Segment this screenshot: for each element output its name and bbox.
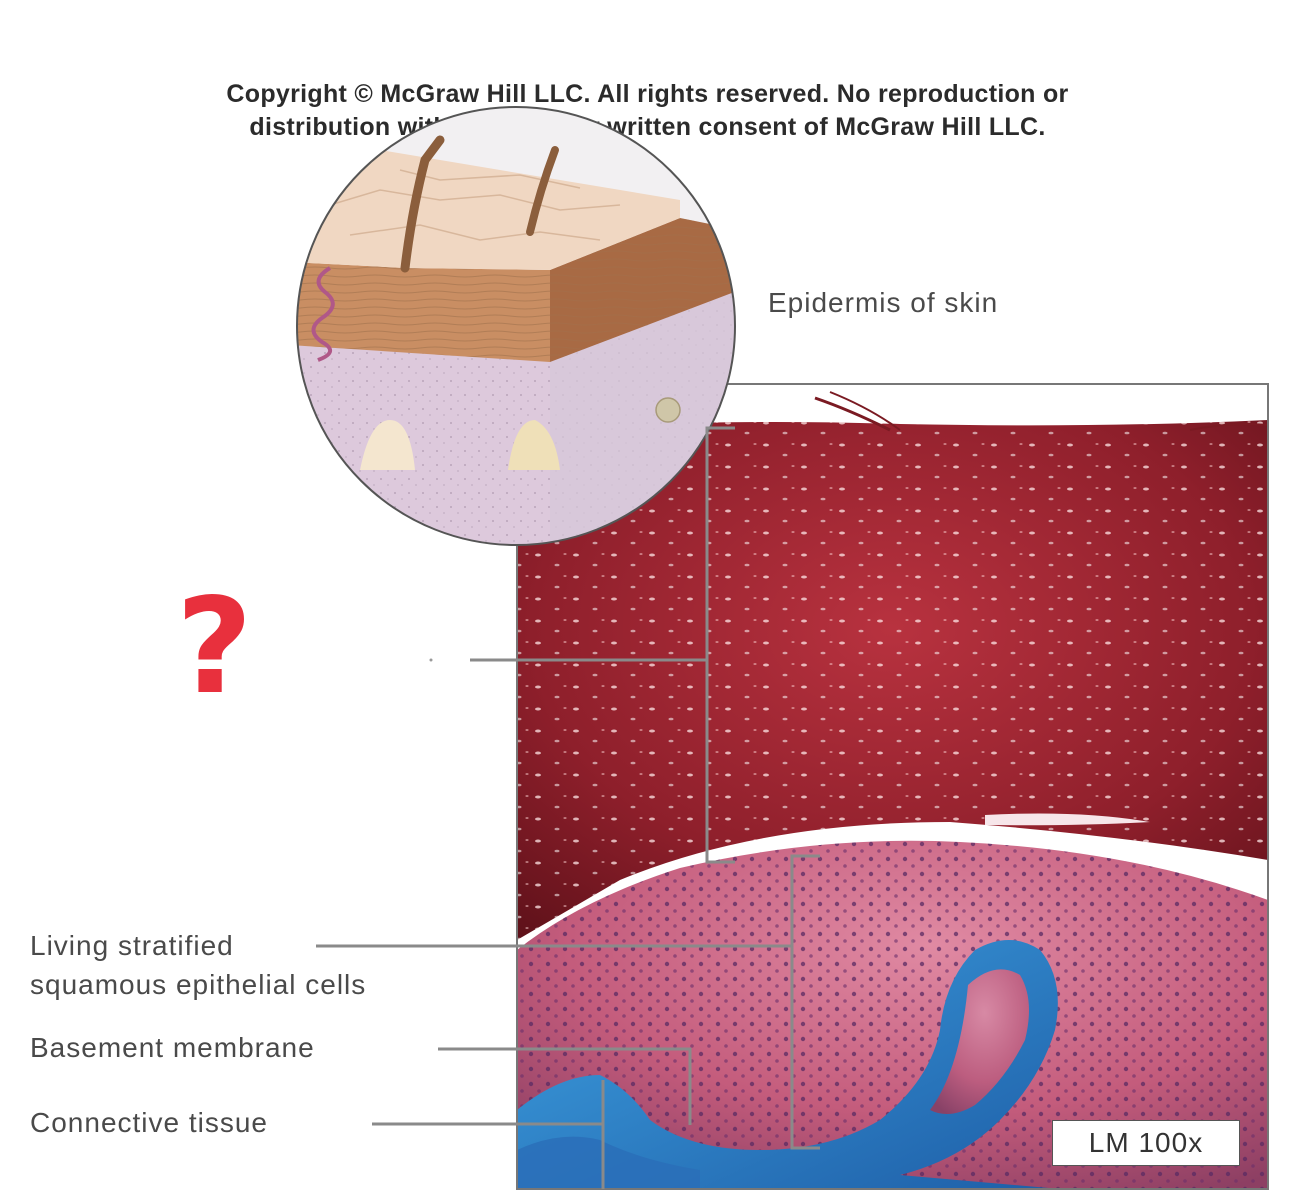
connective-tissue-label: Connective tissue	[30, 1104, 268, 1142]
epidermis-label: Epidermis of skin	[768, 284, 998, 322]
living-cells-label-line-1: Living stratified	[30, 927, 234, 965]
question-mark-annotation: ?	[176, 572, 253, 722]
living-cells-label-line-2: squamous epithelial cells	[30, 966, 366, 1004]
magnification-label: LM 100x	[1052, 1120, 1240, 1166]
basement-membrane-label: Basement membrane	[30, 1029, 315, 1067]
